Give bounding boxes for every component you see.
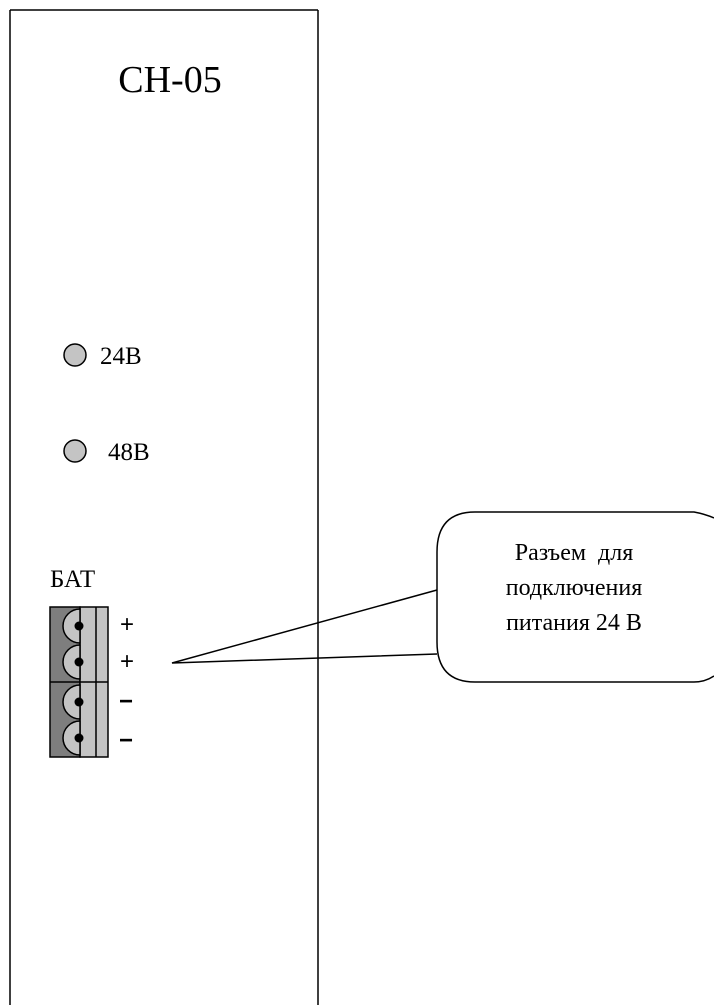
connector-pin-dot-icon — [74, 621, 84, 631]
indicator-24v-label: 24В — [100, 343, 142, 370]
indicator-48v: 48В — [63, 439, 150, 466]
connector-pin — [62, 720, 84, 756]
callout-line-3: питания 24 В — [506, 610, 642, 636]
callout-line-2: подключения — [506, 575, 642, 601]
front-panel: CH-05 — [9, 9, 319, 1005]
indicator-24v-led-icon — [63, 343, 87, 367]
connector-label: БАТ — [50, 566, 95, 593]
callout-pointer — [171, 589, 438, 664]
panel-title: CH-05 — [118, 59, 221, 101]
pin-label-2: + — [120, 648, 134, 675]
connector-pin — [62, 684, 84, 720]
callout-bubble — [436, 511, 714, 683]
indicator-48v-label: 48В — [108, 439, 150, 466]
callout: Разъем для подключения питания 24 В — [171, 511, 714, 683]
connector-pin — [62, 644, 84, 680]
indicator-24v: 24В — [63, 343, 142, 370]
battery-connector — [49, 606, 109, 758]
callout-line-1: Разъем для — [515, 540, 634, 566]
indicator-48v-led-icon — [63, 439, 87, 463]
connector-pin-dot-icon — [74, 697, 84, 707]
pin-label-1: + — [120, 611, 134, 638]
connector-pin-dot-icon — [74, 657, 84, 667]
pin-label-4: − — [119, 727, 133, 754]
pin-label-3: − — [119, 688, 133, 715]
connector-pin-dot-icon — [74, 733, 84, 743]
connector-pin — [62, 608, 84, 644]
